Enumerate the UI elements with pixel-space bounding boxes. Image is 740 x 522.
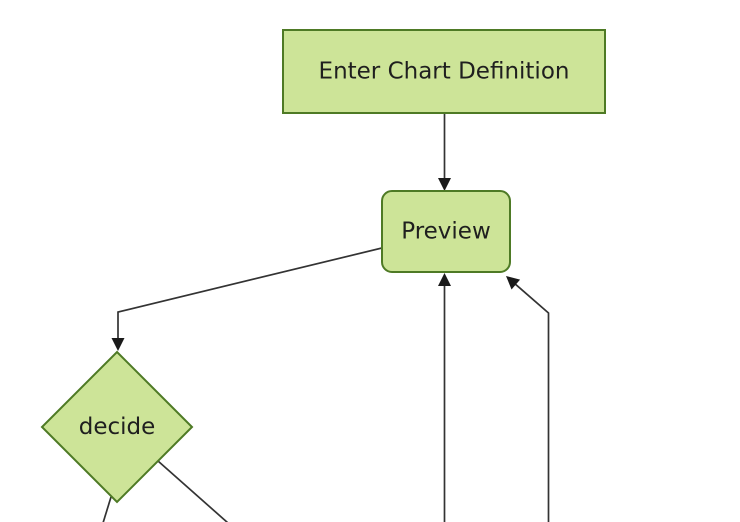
edge-line <box>512 281 550 522</box>
edge-bottom-to-preview-center <box>438 273 451 522</box>
arrowhead-icon <box>438 178 451 191</box>
arrowhead-icon <box>506 276 521 290</box>
node-shape-diamond <box>40 350 194 504</box>
edge-preview-to-decide <box>111 247 383 351</box>
node-preview: Preview <box>381 190 511 273</box>
node-shape-rounded <box>381 190 511 273</box>
edge-decide-out-bottom-left <box>102 496 112 522</box>
edge-enter-to-preview <box>438 113 451 191</box>
node-enter-chart-definition: Enter Chart Definition <box>282 29 606 114</box>
arrowhead-icon <box>438 273 451 286</box>
edge-line <box>117 247 383 341</box>
node-decide: decide <box>40 350 194 504</box>
node-shape-rect <box>282 29 606 114</box>
edge-line <box>102 496 112 522</box>
edge-decide-out-bottom-right <box>157 460 229 522</box>
arrowhead-icon <box>111 338 125 351</box>
edge-line <box>157 460 229 522</box>
edge-bottom-to-preview-corner <box>506 276 550 522</box>
